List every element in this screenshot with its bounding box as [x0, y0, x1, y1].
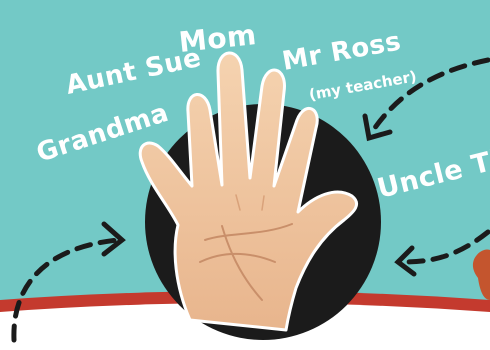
hand-illustration: Grandma Aunt Sue Mom Mr Ross (my teacher…: [0, 0, 490, 350]
illustration-canvas: Grandma Aunt Sue Mom Mr Ross (my teacher…: [0, 0, 490, 350]
